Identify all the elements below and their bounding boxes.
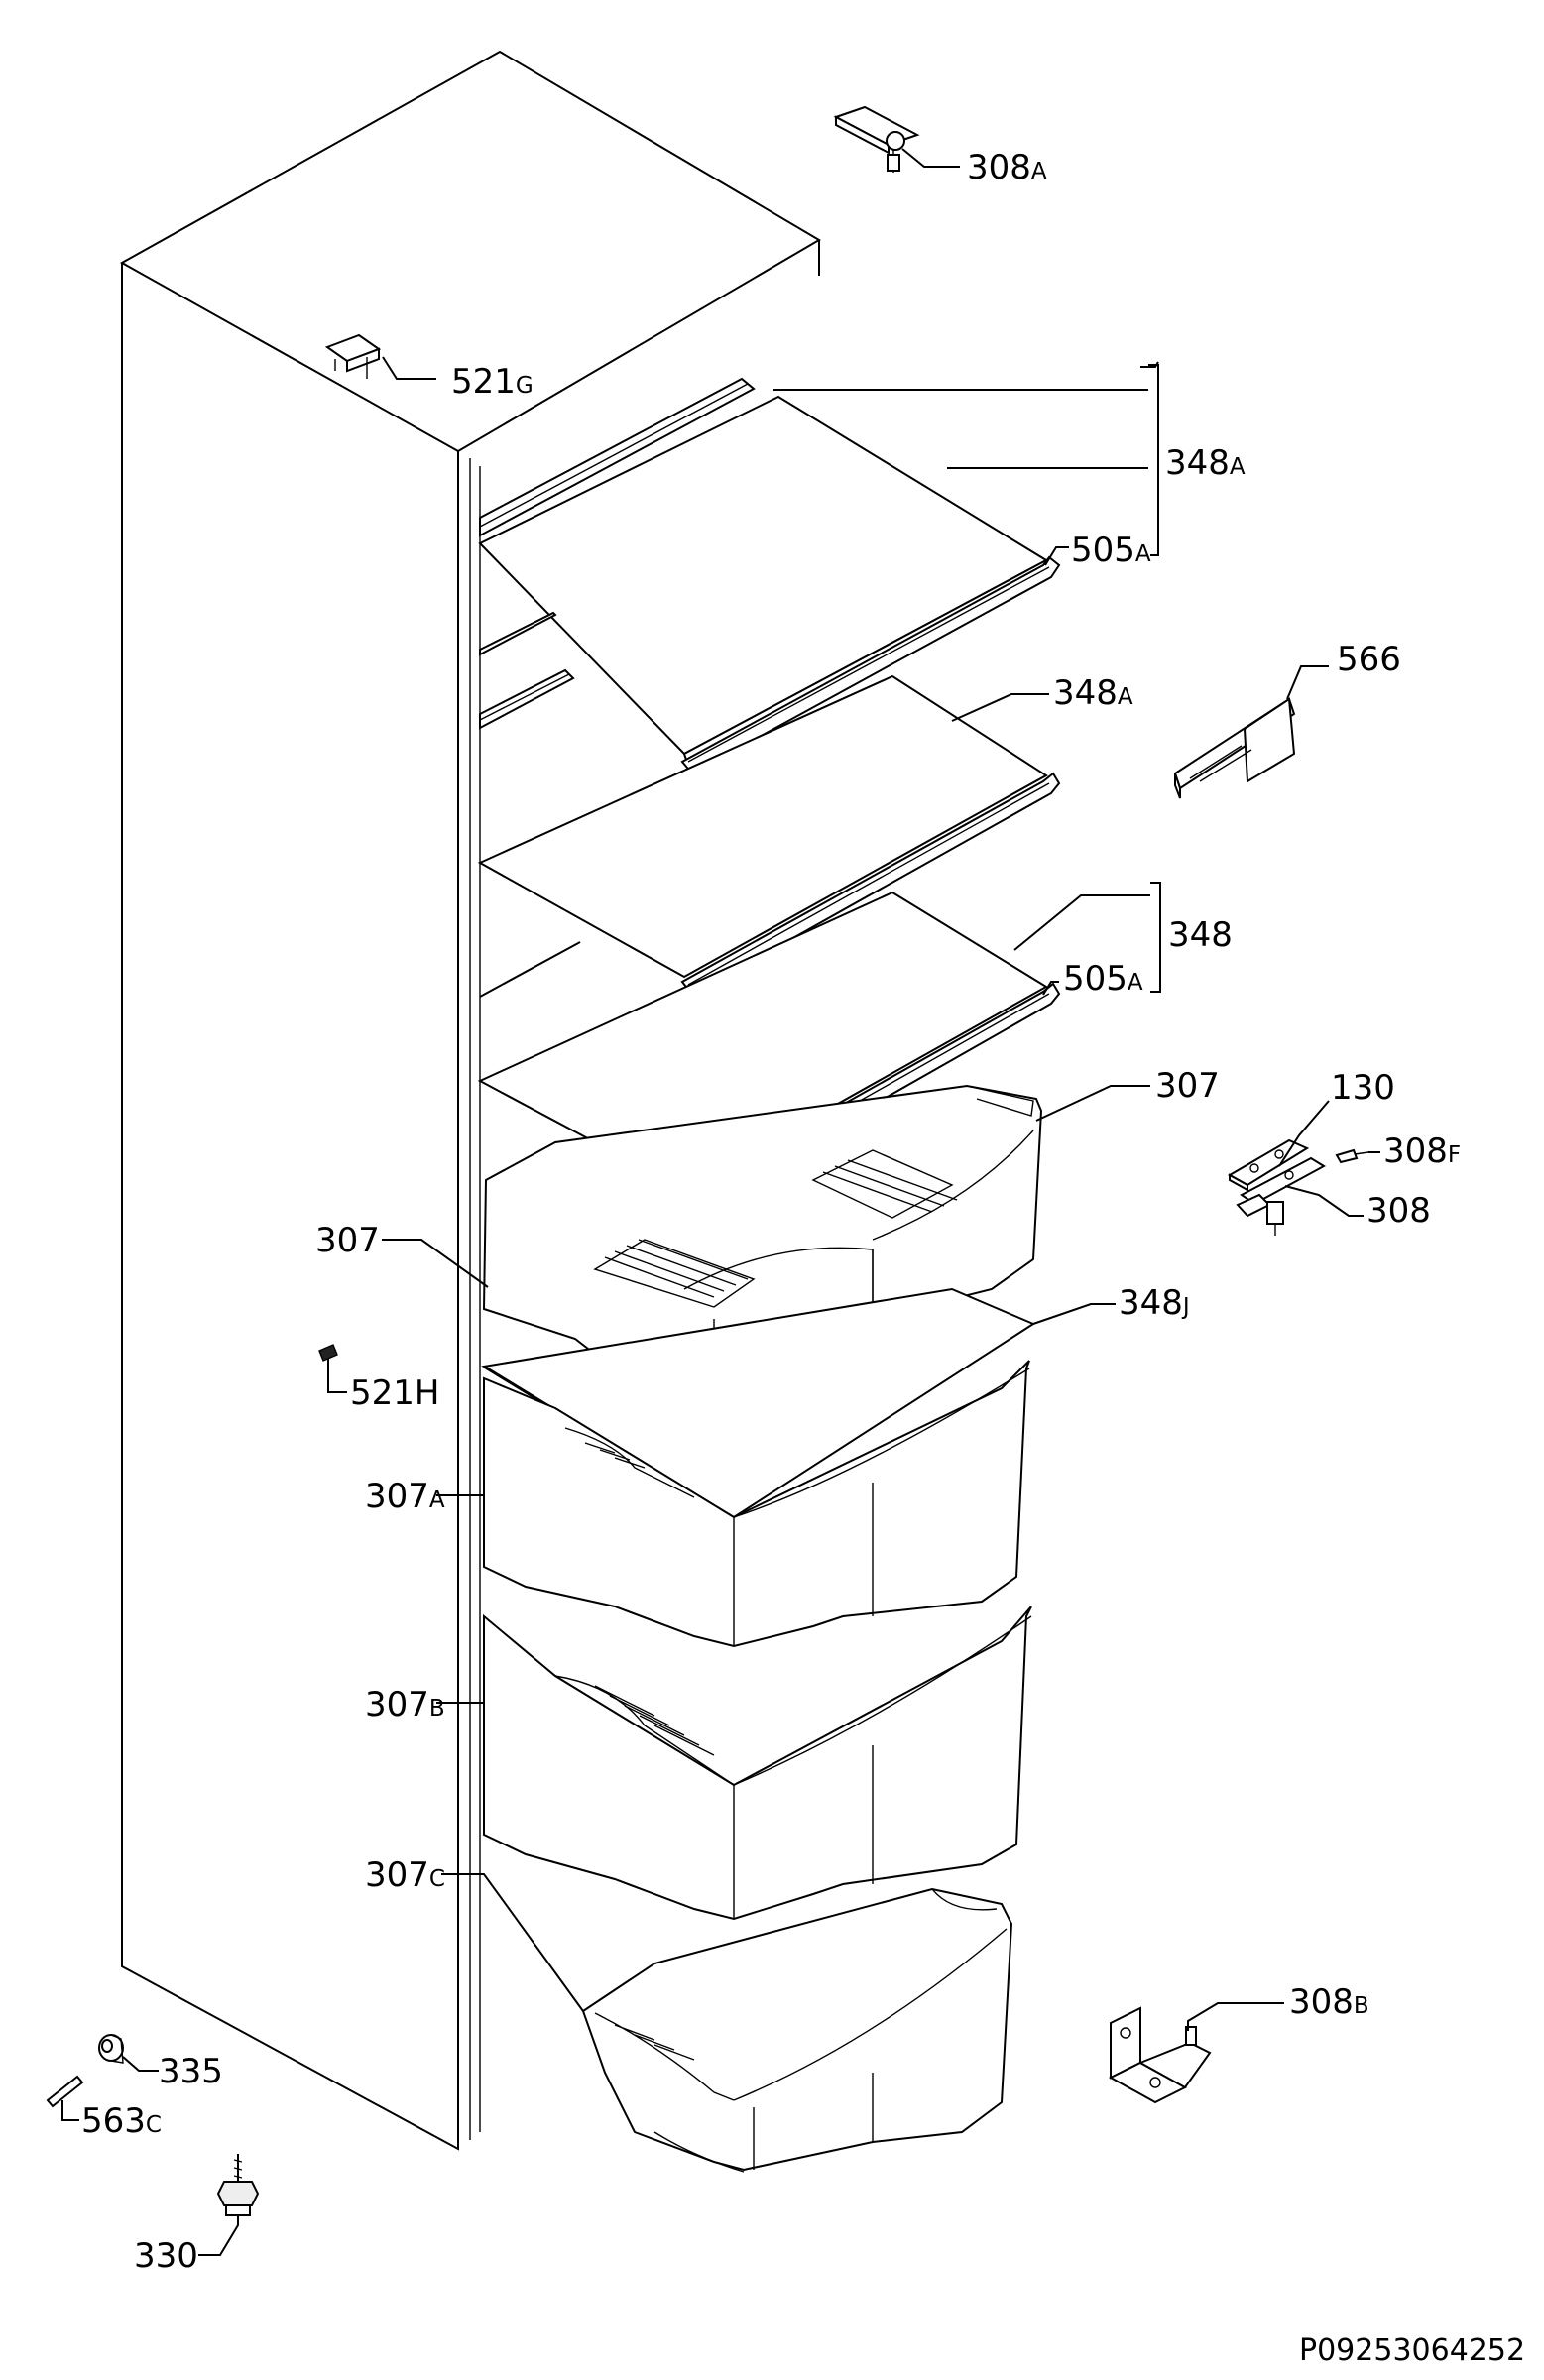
label-308f: 308F [1383,1131,1461,1171]
label-348a-top: 348A [1165,443,1246,483]
label-308b: 308B [1289,1982,1369,2022]
leader-lines [382,361,1161,2012]
label-566: 566 [1337,640,1401,679]
label-335: 335 [159,2052,223,2091]
label-307-left: 307 [315,1221,380,1260]
part-308a-top-hinge [833,105,960,173]
label-307-right: 307 [1155,1066,1220,1106]
part-labels: 308A 521G 348A 505A 566 348A 348 505A 30… [81,148,1461,2276]
part-308b-bottom-hinge [1108,2002,1284,2104]
label-307b: 307B [365,1685,445,1725]
label-505a-mid: 505A [1063,959,1143,999]
part-130-308-hinge [1227,1100,1380,1236]
glass-shelf-348a-mid [477,611,1061,997]
label-308a: 308A [967,148,1047,187]
part-521g-cap [324,333,436,380]
drawer-307a [483,1360,1030,1648]
glass-shelf-348a-top [478,395,1061,775]
cabinet-body [119,50,821,2151]
label-308: 308 [1366,1191,1431,1231]
label-348: 348 [1168,915,1233,955]
part-563c-pin [46,2075,84,2121]
part-335-bushing [98,2034,159,2072]
part-566-bracket [1173,665,1329,799]
label-348a-mid: 348A [1053,673,1133,713]
drawing-code: P09253064252 [1299,2333,1525,2368]
label-521h: 521H [350,1373,439,1413]
part-521h-screw [318,1344,347,1393]
label-130: 130 [1331,1068,1395,1108]
label-563c: 563C [81,2101,162,2141]
drawer-307c [581,1887,1013,2173]
label-307a: 307A [365,1477,445,1516]
label-505a-top: 505A [1071,531,1151,570]
shelf-guide-rails [479,377,756,998]
drawer-307b [483,1606,1032,1921]
label-307c: 307C [365,1855,445,1895]
label-330: 330 [134,2236,198,2276]
label-521g: 521G [451,362,534,402]
label-348j: 348J [1119,1283,1190,1323]
part-330-foot [198,2154,260,2256]
